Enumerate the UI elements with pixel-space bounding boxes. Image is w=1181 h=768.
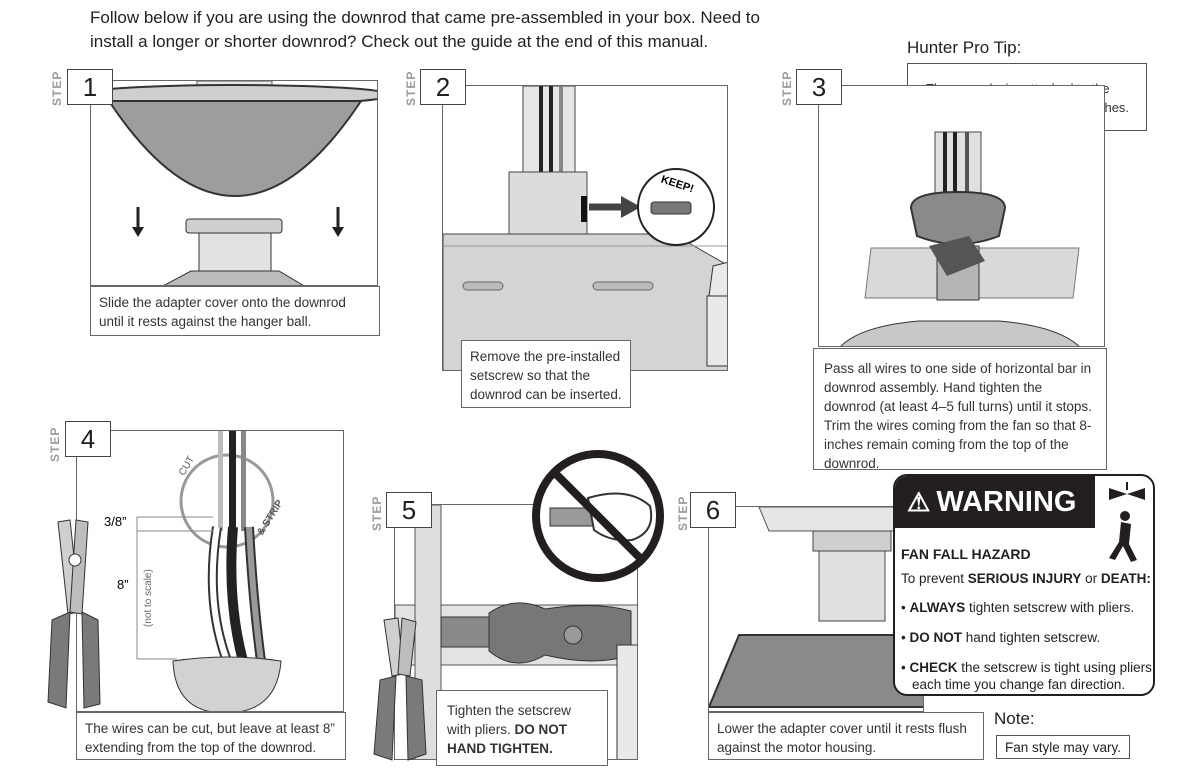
dimension-long: 8” bbox=[117, 577, 129, 592]
pliers-drawing bbox=[373, 617, 427, 761]
warning-bullet-1: • ALWAYS tighten setscrew with pliers. bbox=[901, 600, 1135, 615]
step-4-caption: The wires can be cut, but leave at least… bbox=[76, 712, 346, 760]
step-1-caption: Slide the adapter cover onto the downrod… bbox=[90, 286, 380, 336]
warning-prevent: To prevent SERIOUS INJURY or DEATH: bbox=[901, 571, 1151, 586]
step-3-caption: Pass all wires to one side of horizontal… bbox=[813, 348, 1107, 471]
warning-prevent-c: or bbox=[1081, 571, 1101, 586]
step-5-caption-bold: DO NOT HAND TIGHTEN. bbox=[447, 722, 568, 756]
tighten-setscrew-drawing bbox=[395, 505, 637, 759]
step-3-number: 3 bbox=[796, 69, 842, 105]
step-1-label: STEP bbox=[50, 70, 64, 106]
warning-prevent-a: To prevent bbox=[901, 571, 968, 586]
step-1-illustration bbox=[90, 80, 378, 286]
step-6-caption: Lower the adapter cover until it rests f… bbox=[708, 712, 984, 760]
step-2-label: STEP bbox=[404, 70, 418, 106]
step-3-illustration bbox=[818, 85, 1105, 347]
warning-prevent-d: DEATH: bbox=[1100, 571, 1151, 586]
warning-prevent-b: SERIOUS INJURY bbox=[967, 571, 1082, 586]
downrod-assembly-drawing bbox=[840, 131, 1080, 346]
step-6-illustration bbox=[708, 506, 924, 712]
step-4-label: STEP bbox=[48, 426, 62, 462]
warning-bullet-2-text: hand tighten setscrew. bbox=[961, 630, 1101, 645]
warning-bullet-3-cont: each time you change fan direction. bbox=[912, 677, 1126, 692]
setscrew-removal-drawing: KEEP! bbox=[443, 86, 727, 370]
warning-bullet-3-text: the setscrew is tight using pliers bbox=[957, 660, 1152, 675]
warning-title: WARNING bbox=[936, 485, 1077, 518]
step-5-caption: Tighten the setscrew with pliers. DO NOT… bbox=[436, 690, 608, 766]
intro-line-1: Follow below if you are using the downro… bbox=[90, 8, 760, 27]
warning-box: ⚠ WARNING FAN FALL HAZARD To prevent SER… bbox=[893, 474, 1155, 696]
note-box: Fan style may vary. bbox=[996, 735, 1130, 759]
wire-strip-drawing: CUT & STRIP 3/8” 8” (not to scale) bbox=[104, 431, 286, 711]
step-4-illustration: CUT & STRIP 3/8” 8” (not to scale) bbox=[76, 430, 344, 712]
warning-triangle-icon: ⚠ bbox=[907, 486, 931, 517]
step-4-number: 4 bbox=[65, 421, 111, 457]
adapter-cover-drawing bbox=[91, 81, 377, 285]
warning-bullet-2: • DO NOT hand tighten setscrew. bbox=[901, 630, 1101, 645]
lower-adapter-cover-drawing bbox=[709, 507, 923, 708]
step-1-number: 1 bbox=[67, 69, 113, 105]
warning-bullet-1-text: tighten setscrew with pliers. bbox=[965, 600, 1135, 615]
step-5-number: 5 bbox=[386, 492, 432, 528]
step-2-illustration: KEEP! bbox=[442, 85, 728, 371]
falling-fan-hazard-icon bbox=[1109, 482, 1145, 562]
intro-text: Follow below if you are using the downro… bbox=[90, 6, 810, 54]
step-6-number: 6 bbox=[690, 492, 736, 528]
step-3-label: STEP bbox=[780, 70, 794, 106]
warning-bullet-1-bold: ALWAYS bbox=[909, 600, 966, 615]
note-title: Note: bbox=[994, 709, 1035, 728]
warning-bullet-2-bold: DO NOT bbox=[909, 630, 962, 645]
step-5-label: STEP bbox=[370, 495, 384, 531]
warning-hazard: FAN FALL HAZARD bbox=[901, 546, 1031, 562]
warning-bullet-3-bold: CHECK bbox=[909, 660, 958, 675]
step-5-caption-plain: Tighten the setscrew with pliers. bbox=[447, 703, 572, 737]
not-to-scale-label: (not to scale) bbox=[143, 569, 154, 627]
intro-line-2: install a longer or shorter downrod? Che… bbox=[90, 32, 709, 51]
dimension-short: 3/8” bbox=[104, 514, 126, 529]
warning-header: ⚠ WARNING bbox=[895, 476, 1095, 528]
no-hand-tighten-icon bbox=[532, 450, 664, 582]
step-2-number: 2 bbox=[420, 69, 466, 105]
wire-stripper-pliers-drawing bbox=[47, 519, 101, 709]
warning-bullet-3: • CHECK the setscrew is tight using plie… bbox=[901, 660, 1152, 675]
pro-tip-title: Hunter Pro Tip: bbox=[907, 38, 1022, 57]
step-6-label: STEP bbox=[676, 495, 690, 531]
step-2-caption: Remove the pre-installed setscrew so tha… bbox=[461, 340, 631, 408]
